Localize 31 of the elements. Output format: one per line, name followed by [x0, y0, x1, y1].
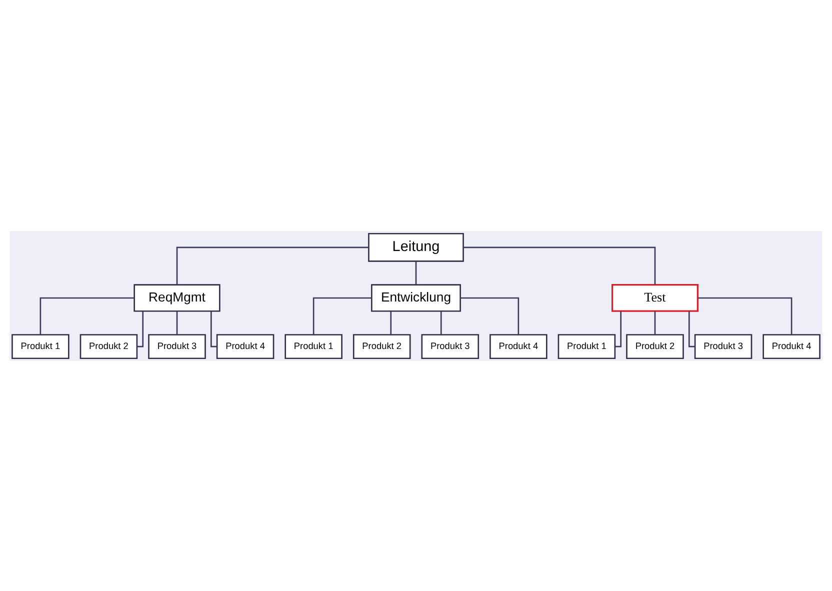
connector — [440, 310, 442, 334]
node-box: Produkt 2 — [352, 334, 411, 359]
connector — [464, 246, 656, 284]
node-box: Produkt 2 — [626, 334, 684, 359]
node-box: Produkt 4 — [490, 334, 548, 359]
node-box: Produkt 3 — [694, 334, 752, 359]
node-box: Produkt 4 — [216, 334, 274, 359]
connector — [40, 296, 134, 334]
connector — [698, 296, 792, 334]
node-box: Produkt 1 — [558, 334, 616, 359]
node-box: ReqMgmt — [134, 284, 220, 312]
connector — [176, 246, 368, 284]
node-box: Produkt 1 — [284, 334, 342, 359]
node-box: Produkt 4 — [762, 334, 820, 359]
connector — [688, 310, 695, 347]
node-box: Leitung — [368, 232, 464, 262]
connector — [312, 296, 372, 334]
connector — [210, 310, 217, 347]
connector — [390, 310, 392, 334]
node-box: Produkt 1 — [12, 334, 70, 359]
connector — [137, 310, 144, 347]
connector — [176, 310, 178, 334]
node-box: Produkt 2 — [80, 334, 138, 359]
connector — [615, 310, 622, 347]
connector — [415, 260, 417, 284]
connector — [654, 310, 656, 334]
node-box: Test — [612, 284, 698, 312]
node-box: Produkt 3 — [421, 334, 480, 359]
node-box: Entwicklung — [371, 284, 461, 312]
connector — [460, 296, 520, 334]
node-box: Produkt 3 — [148, 334, 206, 359]
